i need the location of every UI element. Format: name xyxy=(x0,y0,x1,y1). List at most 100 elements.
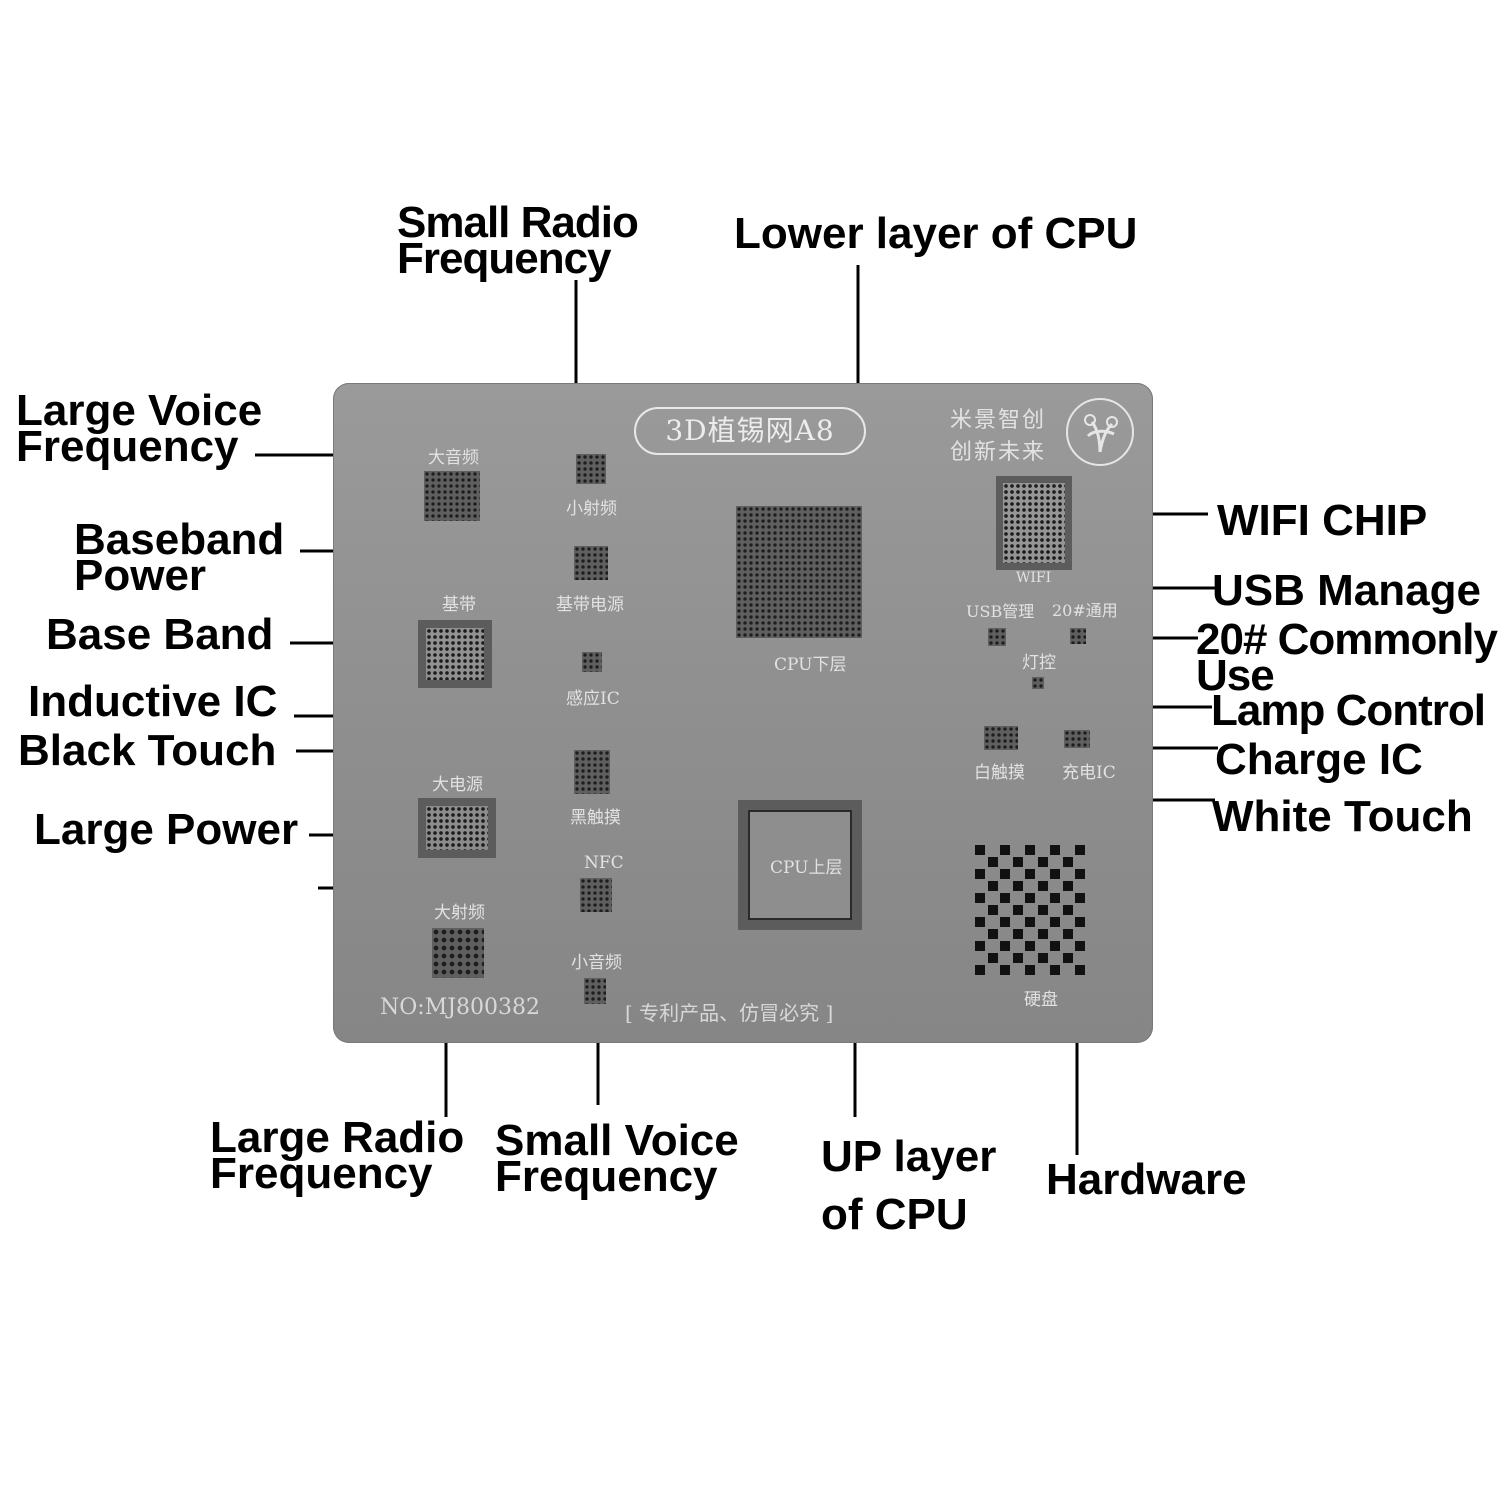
hardware-solder-hole xyxy=(975,869,985,879)
pad-hardware xyxy=(975,845,1085,975)
hardware-solder-hole xyxy=(987,857,998,867)
hardware-solder-hole xyxy=(1025,941,1035,951)
callout-charge-ic: Charge IC xyxy=(1215,735,1423,784)
label-lamp: 灯控 xyxy=(1022,653,1056,673)
brand-line-2: 创新未来 xyxy=(950,440,1047,465)
hardware-solder-hole xyxy=(1050,965,1060,975)
pad-cpu-lower xyxy=(736,506,862,638)
hardware-solder-hole xyxy=(1075,845,1085,855)
pad-wifi xyxy=(996,476,1072,570)
callout-white-touch: White Touch xyxy=(1212,792,1473,841)
hardware-solder-hole xyxy=(975,965,985,975)
hardware-solder-hole xyxy=(975,845,985,855)
callout-wifi-chip: WIFI CHIP xyxy=(1217,496,1428,545)
hardware-solder-hole xyxy=(1012,857,1023,867)
hardware-solder-hole xyxy=(1037,857,1048,867)
hardware-solder-hole xyxy=(1050,893,1060,903)
hardware-solder-hole xyxy=(1012,953,1023,963)
label-large-voice: 大音频 xyxy=(428,448,479,468)
label-small-radio: 小射频 xyxy=(566,499,617,519)
callout-small-radio: Small Radio Frequency xyxy=(397,198,639,283)
plate-title: 3D植锡网A8 xyxy=(634,407,866,455)
label-cpu-upper: CPU上层 xyxy=(770,858,843,878)
hardware-solder-hole xyxy=(1012,881,1023,891)
patent-notice: [ 专利产品、仿冒必究 ] xyxy=(625,1001,834,1025)
pad-lamp xyxy=(1032,677,1044,689)
hardware-solder-hole xyxy=(1037,929,1048,939)
hardware-solder-hole xyxy=(1012,905,1023,915)
hardware-solder-hole xyxy=(1000,965,1010,975)
pad-cpu-upper xyxy=(738,800,862,930)
brand-logo-icon xyxy=(1066,398,1134,466)
label-white-touch: 白触摸 xyxy=(974,763,1025,783)
label-wifi: WIFI xyxy=(1016,570,1052,586)
hardware-solder-hole xyxy=(1012,929,1023,939)
callout-inductive-ic: Inductive IC xyxy=(28,677,278,726)
label-small-voice: 小音频 xyxy=(571,953,622,973)
pad-nfc xyxy=(580,878,612,912)
pad-black-touch xyxy=(574,750,610,794)
hardware-solder-hole xyxy=(1075,941,1085,951)
hardware-solder-hole xyxy=(1075,965,1085,975)
callout-hardware: Hardware xyxy=(1046,1155,1247,1204)
pad-charge xyxy=(1064,730,1090,748)
pad-small-radio xyxy=(576,454,606,484)
callout-usb-manage: USB Manage xyxy=(1212,566,1481,615)
callout-black-touch: Black Touch xyxy=(18,726,277,775)
label-black-touch: 黑触摸 xyxy=(570,808,621,828)
callout-base-band: Base Band xyxy=(46,610,274,659)
hardware-solder-hole xyxy=(1037,905,1048,915)
label-common20: 20#通用 xyxy=(1052,601,1118,620)
hardware-solder-hole xyxy=(1025,869,1035,879)
hardware-solder-hole xyxy=(1000,917,1010,927)
pad-small-voice xyxy=(584,978,606,1004)
label-cpu-lower: CPU下层 xyxy=(774,655,847,675)
hardware-solder-hole xyxy=(975,941,985,951)
hardware-solder-hole xyxy=(975,917,985,927)
callout-baseband-power: Baseband Power xyxy=(74,515,285,600)
label-large-power: 大电源 xyxy=(432,775,483,795)
hardware-solder-hole xyxy=(1062,953,1073,963)
label-baseband: 基带 xyxy=(442,595,476,615)
callout-common20: 20# Commonly Use xyxy=(1196,615,1498,700)
pad-large-power xyxy=(418,798,496,858)
pad-baseband xyxy=(418,620,492,688)
label-charge: 充电IC xyxy=(1062,763,1116,783)
hardware-solder-hole xyxy=(1025,965,1035,975)
hardware-solder-hole xyxy=(1000,941,1010,951)
hardware-solder-hole xyxy=(987,905,998,915)
pad-baseband-power xyxy=(574,546,608,580)
callout-large-voice: Large Voice Frequency xyxy=(16,386,263,471)
pad-common20 xyxy=(1070,628,1086,644)
label-usb: USB管理 xyxy=(966,602,1035,621)
pad-inductive xyxy=(582,652,602,672)
hardware-solder-hole xyxy=(1050,845,1060,855)
hardware-solder-hole xyxy=(1025,917,1035,927)
hardware-solder-hole xyxy=(1000,869,1010,879)
label-hardware: 硬盘 xyxy=(1024,990,1058,1010)
hardware-solder-hole xyxy=(1025,845,1035,855)
label-large-radio: 大射频 xyxy=(434,903,485,923)
hardware-solder-hole xyxy=(975,893,985,903)
hardware-solder-hole xyxy=(1050,941,1060,951)
hardware-solder-hole xyxy=(1062,857,1073,867)
label-inductive: 感应IC xyxy=(566,689,620,709)
hardware-solder-hole xyxy=(1000,845,1010,855)
callout-lamp-control: Lamp Control xyxy=(1211,686,1486,735)
label-baseband-power: 基带电源 xyxy=(556,595,624,615)
pad-white-touch xyxy=(984,726,1018,750)
label-nfc: NFC xyxy=(584,853,624,873)
hardware-solder-hole xyxy=(1050,869,1060,879)
callout-cpu-lower: Lower layer of CPU xyxy=(734,209,1138,258)
callout-large-power: Large Power xyxy=(34,805,299,854)
callout-large-radio: Large Radio Frequency xyxy=(210,1113,465,1198)
hardware-solder-hole xyxy=(1075,869,1085,879)
hardware-solder-hole xyxy=(987,953,998,963)
hardware-solder-hole xyxy=(987,929,998,939)
hardware-solder-hole xyxy=(1075,893,1085,903)
pad-large-radio xyxy=(432,928,484,978)
pad-large-voice xyxy=(424,471,480,521)
pad-usb xyxy=(988,628,1006,646)
hardware-solder-hole xyxy=(1025,893,1035,903)
